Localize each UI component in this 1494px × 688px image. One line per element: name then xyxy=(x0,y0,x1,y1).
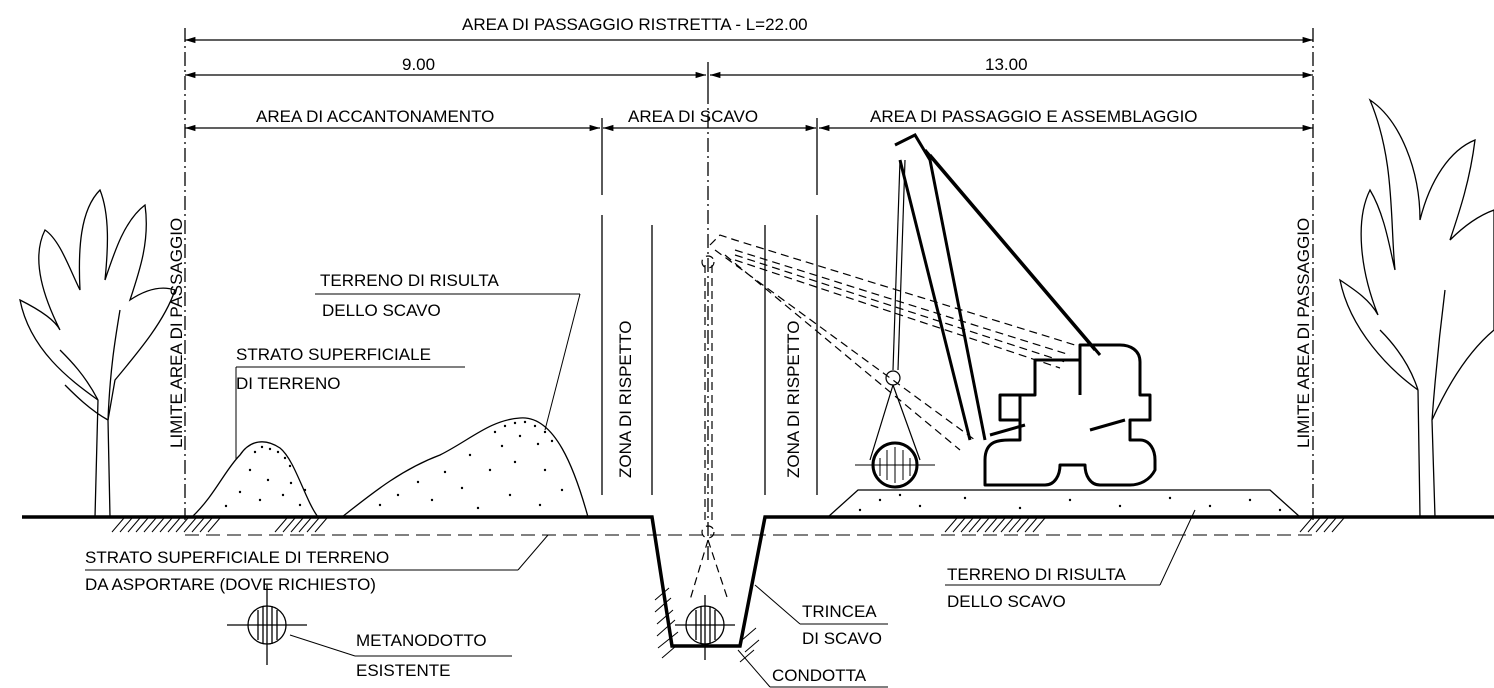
dimension-lines xyxy=(185,36,1314,132)
limit-right-label: LIMITE AREA DI PASSAGGIO xyxy=(1294,217,1313,448)
dashed-boom-position xyxy=(689,234,1076,601)
area-passaggio-label: AREA DI PASSAGGIO E ASSEMBLAGGIO xyxy=(870,107,1198,126)
pipelayer-boom xyxy=(894,133,1102,441)
trench-callout-line2: DI SCAVO xyxy=(802,629,882,648)
soil-dots xyxy=(224,420,1282,512)
existing-pipe-symbol xyxy=(227,585,307,665)
spoil-callout-line1: TERRENO DI RISULTA xyxy=(320,271,499,290)
spoil-pile-left xyxy=(341,417,589,518)
area-separators xyxy=(601,118,818,495)
conduit-callout: CONDOTTA xyxy=(772,666,867,685)
gas-pipeline-callout-line2: ESISTENTE xyxy=(356,661,451,680)
ground-hatching xyxy=(111,517,1345,663)
pipe-in-trench xyxy=(675,595,735,660)
spoil-right-callout-line2: DELLO SCAVO xyxy=(947,592,1066,611)
topsoil-callout-line2: DI TERRENO xyxy=(236,374,341,393)
total-dimension-label: AREA DI PASSAGGIO RISTRETTA - L=22.00 xyxy=(462,15,808,34)
strip-callout-line1: STRATO SUPERFICIALE DI TERRENO xyxy=(85,548,390,567)
suspended-pipe xyxy=(855,441,935,489)
left-dimension-label: 9.00 xyxy=(402,55,436,74)
topsoil-callout-line1: STRATO SUPERFICIALE xyxy=(236,345,431,364)
spoil-right-callout-line1: TERRENO DI RISULTA xyxy=(947,565,1126,584)
leader-lines xyxy=(85,293,1196,688)
topsoil-pile xyxy=(191,441,319,518)
gas-pipeline-callout-line1: METANODOTTO xyxy=(356,631,487,650)
tree-right xyxy=(1339,98,1494,518)
pipelayer-machine xyxy=(983,343,1157,487)
zone-left-label: ZONA DI RISPETTO xyxy=(616,320,635,478)
limit-lines xyxy=(184,28,1314,560)
ground-line xyxy=(22,515,1494,648)
area-scavo-label: AREA DI SCAVO xyxy=(628,107,759,126)
trench-callout-line1: TRINCEA xyxy=(802,602,877,621)
zone-right-label: ZONA DI RISPETTO xyxy=(784,320,803,478)
tree-left xyxy=(19,188,176,518)
right-dimension-label: 13.00 xyxy=(985,55,1028,74)
area-accantonamento-label: AREA DI ACCANTONAMENTO xyxy=(256,107,495,126)
spoil-callout-line2: DELLO SCAVO xyxy=(322,301,441,320)
limit-left-label: LIMITE AREA DI PASSAGGIO xyxy=(167,217,186,448)
spoil-pile-right xyxy=(827,489,1301,518)
strip-callout-line2: DA ASPORTARE (DOVE RICHIESTO) xyxy=(85,575,376,594)
